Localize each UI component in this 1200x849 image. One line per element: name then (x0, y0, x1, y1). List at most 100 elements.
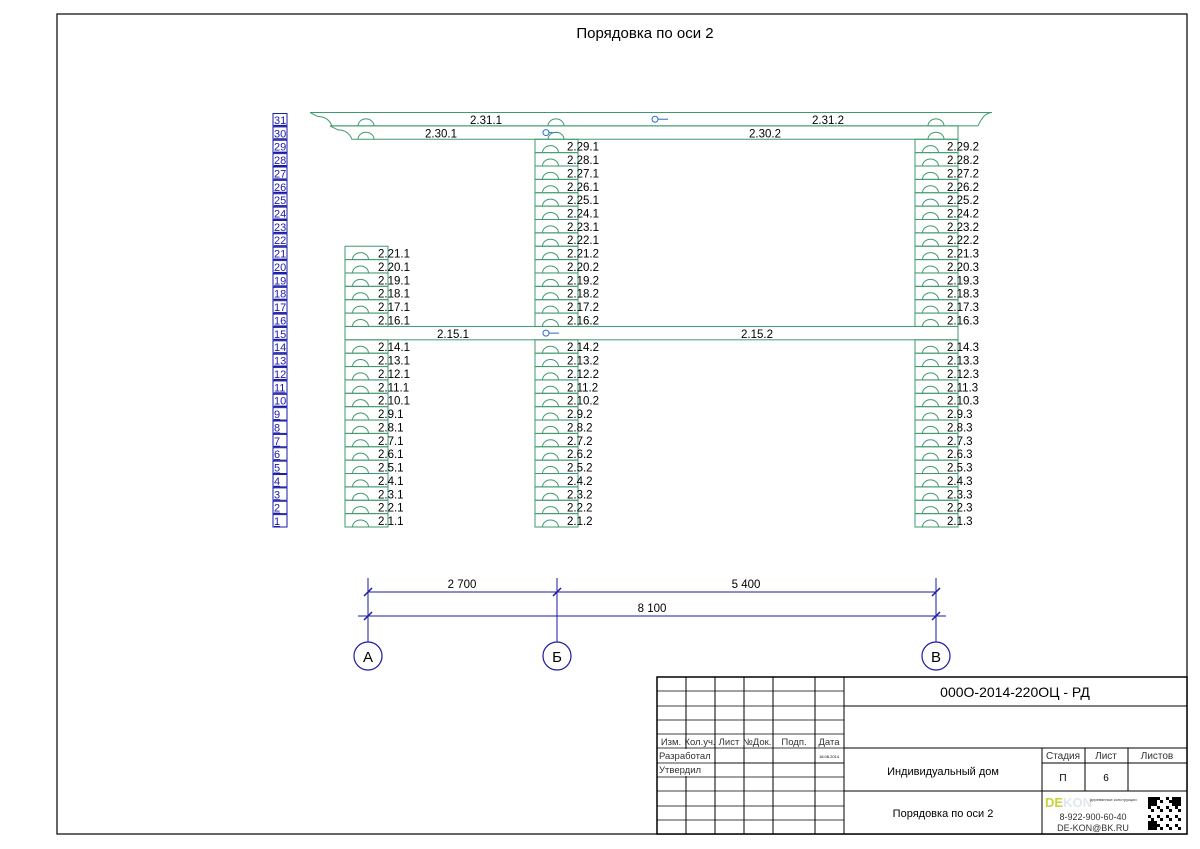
row-number: 23 (274, 222, 286, 234)
log-label: 2.8.2 (567, 422, 593, 434)
qr-cell (1151, 809, 1154, 812)
table-header: Кол.уч. (684, 737, 715, 748)
axis-marker (921, 641, 951, 671)
log-groove-icon (922, 292, 939, 300)
log-label: 2.13.1 (378, 356, 410, 368)
row-marker-box (272, 246, 288, 261)
log-groove-icon (542, 359, 559, 367)
dimension-tick (363, 587, 373, 597)
log-label: 2.4.1 (378, 476, 404, 488)
qr-cell (1178, 827, 1181, 830)
qr-cell (1178, 800, 1181, 803)
qr-cell (1148, 827, 1151, 830)
log-groove-icon (542, 412, 559, 421)
qr-cell (1160, 818, 1163, 821)
qr-cell (1157, 806, 1160, 809)
row-number: 5 (274, 463, 280, 475)
row-number: 11 (274, 382, 285, 394)
qr-cell (1169, 818, 1172, 821)
log-groove-icon (352, 506, 369, 514)
dimension-tick (552, 587, 562, 597)
log-label: 2.15.1 (437, 329, 469, 341)
log-groove-icon (922, 345, 939, 354)
dowel-joint-icon (651, 115, 659, 123)
log-label: 2.3.3 (947, 489, 973, 501)
log-label: 2.17.1 (378, 302, 410, 314)
row-marker-box (272, 233, 288, 247)
title-block-frame (656, 676, 1188, 835)
log-groove-icon (922, 319, 939, 327)
row-marker-box (272, 447, 288, 461)
log-groove-icon (922, 412, 939, 421)
row-marker-box (272, 326, 288, 341)
qr-code-icon (1148, 797, 1181, 830)
log-label: 2.6.3 (947, 449, 973, 461)
log-groove-icon (927, 131, 945, 140)
log-label: 2.9.1 (378, 409, 404, 421)
row-marker-box (272, 420, 288, 434)
qr-cell (1169, 800, 1172, 803)
qr-cell (1166, 806, 1169, 809)
log-groove-icon (352, 479, 369, 487)
log-groove-icon (922, 145, 939, 153)
log-label: 2.29.1 (567, 142, 599, 154)
qr-cell (1172, 797, 1175, 800)
row-marker-box (272, 206, 288, 220)
dimension-tick (931, 611, 941, 621)
log-groove-icon (922, 452, 939, 461)
axis-label: Б (552, 649, 562, 666)
row-marker-box (272, 113, 288, 127)
row-marker-box (272, 193, 288, 207)
row-marker-box (272, 219, 288, 234)
qr-cell (1166, 824, 1169, 827)
log-label: 2.21.1 (378, 249, 410, 261)
log-groove-icon (542, 466, 559, 474)
row-number: 18 (274, 289, 286, 301)
sheets-label: Листов (1141, 751, 1174, 762)
qr-cell (1169, 809, 1172, 812)
log-groove-icon (352, 412, 369, 421)
row-number: 25 (274, 195, 286, 207)
row-marker-box (272, 313, 288, 327)
log-label: 2.31.1 (470, 115, 502, 127)
log-groove-icon (542, 479, 559, 487)
log-groove-icon (352, 359, 369, 367)
qr-cell (1151, 803, 1154, 806)
company-logo: DEKON (1045, 795, 1092, 810)
row-number: 14 (274, 342, 286, 354)
log-groove-icon (352, 452, 369, 461)
row-marker-box (272, 273, 288, 287)
axis-marker (353, 641, 383, 671)
long-log (344, 325, 959, 341)
log-label: 2.15.2 (741, 329, 773, 341)
log-groove-icon (542, 519, 559, 528)
log-groove-icon (547, 118, 565, 126)
log-label: 2.10.1 (378, 396, 410, 408)
sheet-frame (56, 13, 1188, 835)
row-marker-box (272, 474, 288, 488)
log-label: 2.26.2 (947, 182, 979, 194)
log-groove-icon (547, 131, 565, 140)
log-groove-icon (542, 492, 559, 501)
log-label: 2.14.2 (567, 342, 599, 354)
log-label: 2.7.1 (378, 436, 404, 448)
log-label: 2.22.1 (567, 235, 599, 247)
row-number: 20 (274, 262, 286, 274)
log-label: 2.28.1 (567, 155, 599, 167)
qr-cell (1157, 824, 1160, 827)
table-header: Дата (818, 737, 840, 748)
email: DE-KON@BK.RU (1057, 823, 1129, 833)
row-number: 6 (274, 449, 280, 461)
log-groove-icon (352, 252, 369, 260)
log-groove-icon (927, 118, 945, 126)
row-marker-box (272, 433, 288, 448)
log-groove-icon (922, 265, 939, 274)
log-label: 2.8.1 (378, 422, 404, 434)
row-marker-box (272, 380, 288, 394)
log-label: 2.20.3 (947, 262, 979, 274)
log-label: 2.22.2 (947, 235, 979, 247)
row-number: 26 (274, 182, 286, 194)
qr-cell (1157, 815, 1160, 818)
log-groove-icon (922, 158, 939, 167)
row-marker-box (272, 286, 288, 301)
